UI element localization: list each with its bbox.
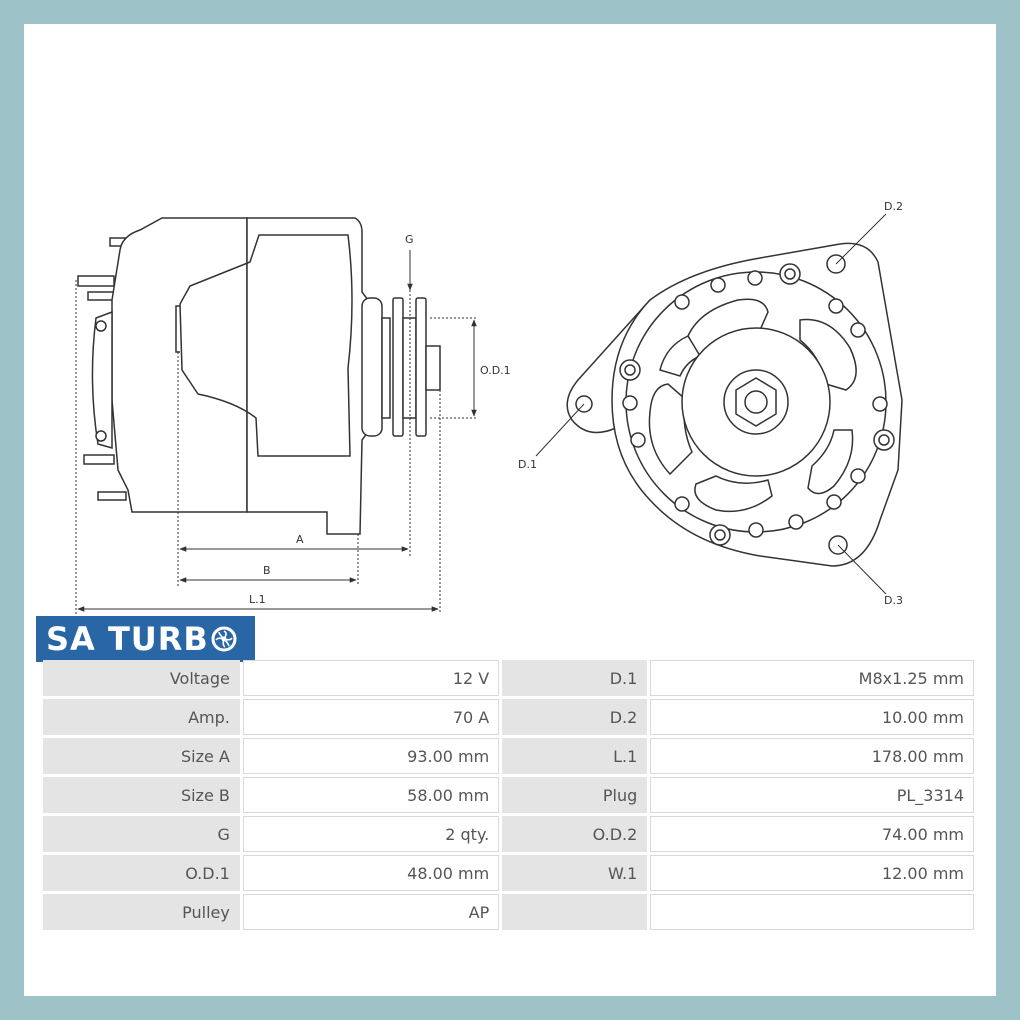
label-a: A [296, 533, 304, 546]
spec-label: L.1 [502, 738, 648, 774]
spec-value: 74.00 mm [650, 816, 974, 852]
spec-value: 2 qty. [242, 816, 500, 852]
front-view-leaders [535, 213, 887, 595]
side-view-dimensions [75, 250, 477, 614]
spec-label: Size A [43, 738, 240, 774]
content-frame: G O.D.1 A B L.1 [24, 24, 996, 996]
label-d1: D.1 [518, 458, 537, 471]
rear-housing [111, 217, 248, 513]
alternator-technical-drawing: G O.D.1 A B L.1 [75, 200, 903, 614]
label-d2: D.2 [884, 200, 903, 213]
spec-value: 48.00 mm [242, 855, 500, 891]
spec-value: 10.00 mm [650, 699, 974, 735]
logo-text: SA TURB [46, 620, 209, 658]
mounting-studs [77, 237, 127, 501]
spec-label [502, 894, 648, 930]
spec-label: Plug [502, 777, 648, 813]
spec-label: D.2 [502, 699, 648, 735]
turbo-fan-icon [211, 626, 237, 652]
pulley-flange-2 [415, 297, 427, 437]
spec-value: 58.00 mm [242, 777, 500, 813]
label-l1: L.1 [249, 593, 266, 606]
label-g: G [405, 233, 414, 246]
spec-label: O.D.2 [502, 816, 648, 852]
pulley-flange-1 [392, 297, 404, 437]
spec-value: AP [242, 894, 500, 930]
spec-label: W.1 [502, 855, 648, 891]
spec-value: 12 V [242, 660, 500, 696]
spec-value: 70 A [242, 699, 500, 735]
spec-value [650, 894, 974, 930]
label-d3: D.3 [884, 594, 903, 607]
brand-logo: SA TURB [36, 616, 255, 662]
spec-value: 178.00 mm [650, 738, 974, 774]
spec-label: Size B [43, 777, 240, 813]
spec-label: O.D.1 [43, 855, 240, 891]
label-b: B [263, 564, 271, 577]
spec-value: 12.00 mm [650, 855, 974, 891]
spec-label: Pulley [43, 894, 240, 930]
spec-value: PL_3314 [650, 777, 974, 813]
front-view [566, 242, 903, 567]
side-view [77, 217, 441, 535]
cooling-holes [622, 270, 888, 538]
spec-label: Voltage [43, 660, 240, 696]
spec-value: 93.00 mm [242, 738, 500, 774]
label-od1: O.D.1 [480, 364, 511, 377]
spec-label: Amp. [43, 699, 240, 735]
spec-value: M8x1.25 mm [650, 660, 974, 696]
screws [619, 263, 895, 546]
spec-label: D.1 [502, 660, 648, 696]
stator-body [246, 217, 369, 535]
spec-label: G [43, 816, 240, 852]
